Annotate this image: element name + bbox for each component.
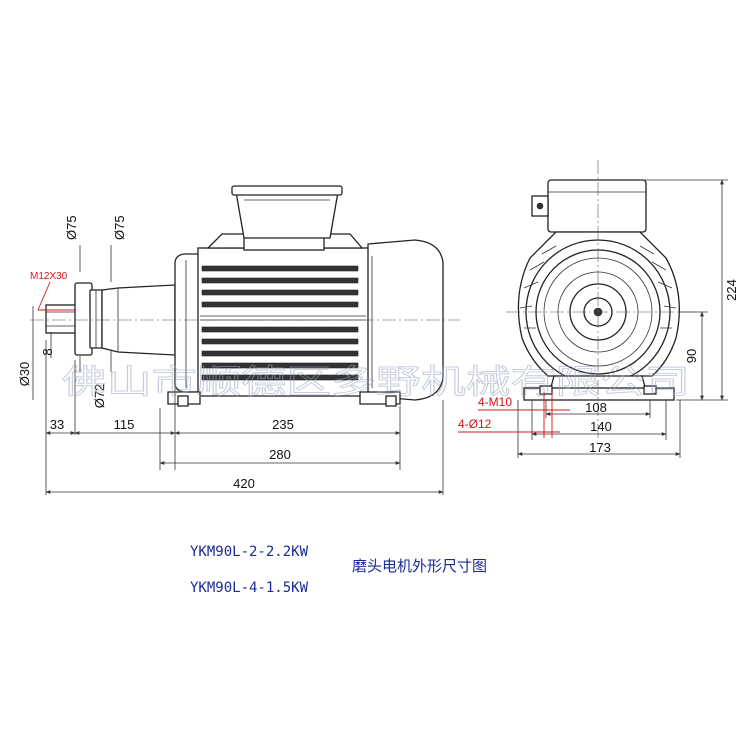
dim-90: 90 [684, 349, 699, 363]
side-view-dimensions [32, 245, 444, 495]
dim-235: 235 [272, 417, 294, 432]
model-label-4p: YKM90L-4-1.5KW [190, 580, 309, 596]
end-view-labels: 224 90 4-M10 4-Ø12 108 140 173 [458, 279, 739, 455]
end-foot-base [523, 387, 675, 401]
end-terminal-box [547, 179, 647, 233]
terminal-box [235, 191, 339, 239]
foot-bolt-rear [385, 395, 397, 407]
end-view-dimensions [458, 179, 728, 458]
end-view [506, 160, 700, 440]
dim-d75-housing: Ø75 [112, 215, 127, 240]
dim-108: 108 [585, 400, 607, 415]
dim-224: 224 [724, 279, 739, 301]
foot-bolt-front [177, 395, 189, 407]
dim-d75-flange: Ø75 [64, 215, 79, 240]
foot-bolt-left [539, 385, 553, 395]
motor-shaft [45, 304, 77, 334]
dim-33: 33 [50, 417, 64, 432]
dim-4-m10: 4-M10 [478, 395, 512, 409]
dim-key-width: 8 [40, 348, 55, 355]
model-label-2p: YKM90L-2-2.2KW [190, 544, 309, 560]
end-fins [519, 245, 677, 329]
company-watermark: 佛山市顺德区多野机械有限公司 [62, 362, 690, 401]
side-view-labels: Ø75 Ø75 M12X30 Ø30 8 Ø72 33 115 235 280 … [17, 215, 294, 491]
drawing-title: 磨头电机外形尺寸图 [352, 557, 487, 575]
dim-280: 280 [269, 447, 291, 462]
dim-thread-m12x30: M12X30 [30, 271, 68, 282]
foot-bolt-right [643, 385, 657, 395]
dim-d72: Ø72 [92, 384, 107, 409]
terminal-box-lid [231, 185, 343, 196]
dim-4-d12: 4-Ø12 [458, 417, 492, 431]
dim-140: 140 [590, 419, 612, 434]
dim-115: 115 [114, 417, 135, 432]
dim-d30-shaft: Ø30 [17, 362, 32, 387]
dim-173: 173 [589, 440, 611, 455]
cooling-fins [201, 265, 359, 381]
dim-420: 420 [233, 476, 255, 491]
side-view [30, 185, 460, 407]
